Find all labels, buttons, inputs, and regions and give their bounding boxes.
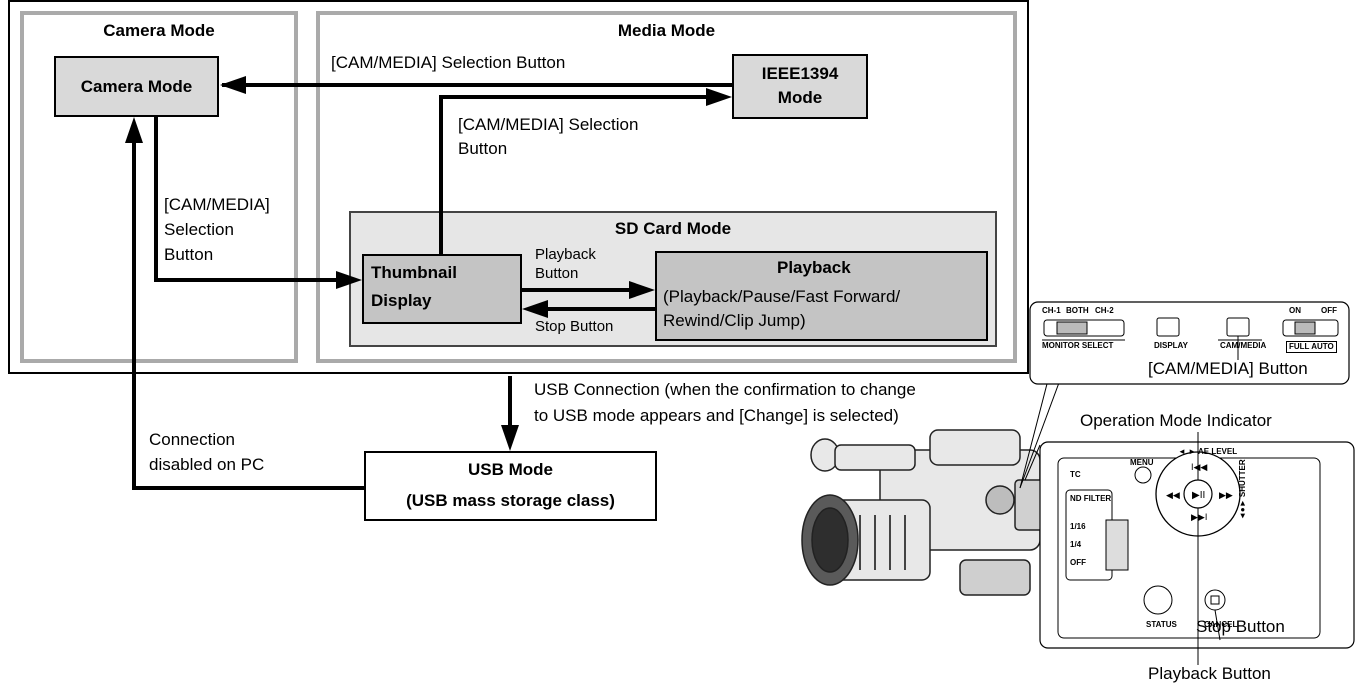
panel-monitor-select: MONITOR SELECT bbox=[1042, 341, 1114, 350]
usb-node-line2: (USB mass storage class) bbox=[406, 491, 615, 510]
label-usb-connection-1: USB Connection (when the confirmation to… bbox=[534, 380, 916, 399]
playback-node bbox=[655, 251, 988, 341]
callout-operation-mode-indicator: Operation Mode Indicator bbox=[1080, 411, 1272, 430]
playback-node-line2: Rewind/Clip Jump) bbox=[663, 311, 806, 330]
panel-shutter: ◄●► SHUTTER bbox=[1238, 459, 1247, 520]
label-connection-disabled-1: Connection bbox=[149, 430, 236, 449]
usb-mode-node bbox=[364, 451, 657, 521]
panel-full-auto: FULL AUTO bbox=[1286, 341, 1337, 353]
arrow-camera-to-thumb bbox=[154, 117, 343, 282]
panel-nd-1-4: 1/4 bbox=[1070, 540, 1082, 549]
panel-ae-level: ◄ ► AE LEVEL bbox=[1178, 447, 1238, 456]
arrow-usb-to-camera bbox=[132, 136, 364, 490]
panel-off: OFF bbox=[1321, 306, 1337, 315]
label-cam-media-top: [CAM/MEDIA] Selection Button bbox=[331, 53, 566, 72]
usb-node-line1: USB Mode bbox=[468, 460, 553, 479]
thumbnail-display-node bbox=[362, 254, 522, 324]
label-playback-button-1: Playback bbox=[535, 246, 596, 263]
panel-status: STATUS bbox=[1146, 620, 1177, 629]
panel-display: DISPLAY bbox=[1154, 341, 1188, 350]
panel-nd-1-16: 1/16 bbox=[1070, 522, 1086, 531]
camera-mode-node bbox=[54, 56, 219, 117]
svg-text:I◀◀: I◀◀ bbox=[1191, 462, 1207, 472]
camera-mode-panel-title: Camera Mode bbox=[103, 21, 215, 40]
diagram-frame bbox=[8, 0, 1029, 374]
thumbnail-node-line2: Display bbox=[371, 291, 432, 310]
panel-menu: MENU bbox=[1130, 458, 1154, 467]
svg-text:▶▶: ▶▶ bbox=[1219, 490, 1233, 500]
label-playback-button-2: Button bbox=[535, 265, 579, 282]
thumbnail-node-line1: Thumbnail bbox=[371, 263, 457, 282]
playback-node-line1: (Playback/Pause/Fast Forward/ bbox=[663, 287, 901, 306]
ieee1394-mode-node bbox=[732, 54, 868, 119]
panel-nd-off: OFF bbox=[1070, 558, 1086, 567]
sd-card-mode-title: SD Card Mode bbox=[614, 219, 732, 238]
ieee1394-node-line1: IEEE1394 bbox=[761, 64, 839, 83]
svg-text:◀◀: ◀◀ bbox=[1166, 490, 1180, 500]
label-cam-media-left-1: [CAM/MEDIA] bbox=[164, 195, 270, 214]
svg-text:▶II: ▶II bbox=[1192, 490, 1205, 501]
label-connection-disabled-2: disabled on PC bbox=[149, 455, 265, 474]
callout-stop-button: Stop Button bbox=[1196, 617, 1285, 636]
panel-on: ON bbox=[1289, 306, 1301, 315]
media-mode-panel bbox=[316, 11, 1017, 363]
panel-ch2: CH-2 bbox=[1095, 306, 1114, 315]
panel-nd-filter: ND FILTER bbox=[1070, 494, 1112, 503]
svg-text:▶▶I: ▶▶I bbox=[1191, 512, 1207, 522]
callout-cam-media-button: [CAM/MEDIA] Button bbox=[1148, 359, 1308, 378]
media-mode-panel-title: Media Mode bbox=[617, 21, 716, 40]
callout-playback-button: Playback Button bbox=[1148, 664, 1271, 683]
label-cam-media-left-2: Selection bbox=[164, 220, 234, 239]
label-usb-connection-2: to USB mode appears and [Change] is sele… bbox=[534, 406, 899, 425]
arrow-thumb-to-ieee bbox=[439, 95, 712, 254]
camera-mode-panel bbox=[20, 11, 298, 363]
label-cam-media-left-3: Button bbox=[164, 245, 214, 264]
panel-cam-media: CAM/MEDIA bbox=[1220, 341, 1267, 350]
panel-ch1: CH-1 bbox=[1042, 306, 1061, 315]
panel-tc: TC bbox=[1070, 470, 1081, 479]
playback-node-title: Playback bbox=[777, 258, 851, 277]
label-cam-media-mid-2: Button bbox=[458, 139, 508, 158]
label-cam-media-mid-1: [CAM/MEDIA] Selection bbox=[458, 115, 639, 134]
panel-cancel: CANCEL bbox=[1204, 620, 1238, 629]
label-stop-button: Stop Button bbox=[535, 318, 614, 335]
camera-mode-node-label: Camera Mode bbox=[80, 77, 193, 96]
panel-both: BOTH bbox=[1066, 306, 1089, 315]
ieee1394-node-line2: Mode bbox=[777, 88, 823, 107]
